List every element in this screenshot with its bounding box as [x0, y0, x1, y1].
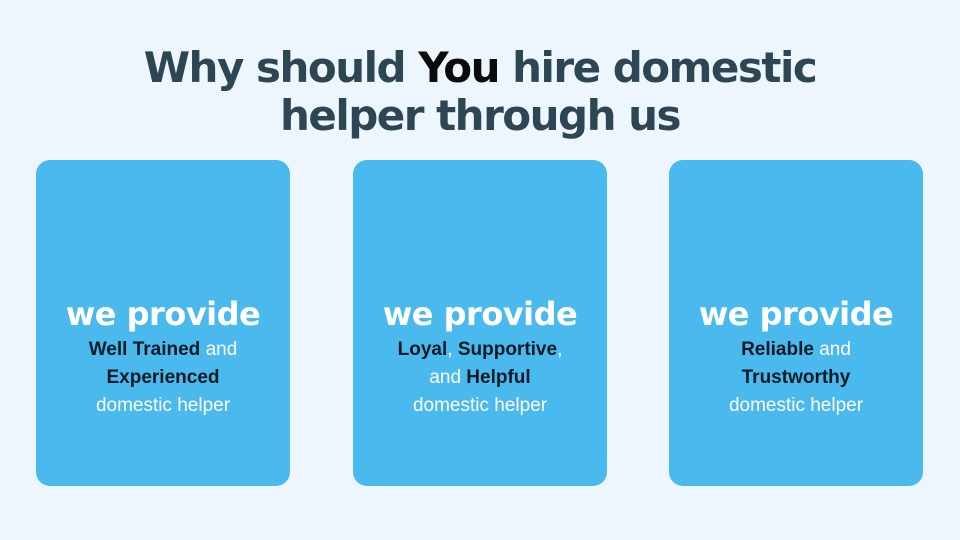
card-description: Reliable and Trustworthy domestic helper	[728, 339, 864, 416]
feature-cards: we provide Well Trained and Experienced …	[0, 160, 960, 486]
feature-card-trained: we provide Well Trained and Experienced …	[36, 160, 290, 486]
card-bold-text: Trustworthy	[741, 367, 851, 388]
card-bold-text: Experienced	[106, 367, 220, 388]
card-bold-text: Loyal	[397, 339, 448, 360]
card-description: Well Trained and Experienced domestic he…	[88, 339, 238, 416]
card-bold-text: Well Trained	[88, 339, 201, 360]
title-line-2: helper through us	[279, 91, 682, 140]
feature-card-loyal: we provide Loyal, Supportive, and Helpfu…	[353, 160, 607, 486]
title-line-1: Why should You hire domestic	[143, 43, 818, 92]
card-bold-text: Supportive	[457, 339, 558, 360]
card-heading: we provide	[698, 295, 894, 333]
card-bold-text: Reliable	[741, 339, 814, 360]
card-description: Loyal, Supportive, and Helpful domestic …	[397, 339, 563, 416]
card-heading: we provide	[65, 295, 261, 333]
feature-card-reliable: we provide Reliable and Trustworthy dome…	[669, 160, 923, 486]
page-title: Why should You hire domestic helper thro…	[0, 44, 960, 140]
card-bold-text: Helpful	[466, 367, 531, 388]
title-emphasis: You	[418, 43, 500, 92]
card-heading: we provide	[382, 295, 578, 333]
